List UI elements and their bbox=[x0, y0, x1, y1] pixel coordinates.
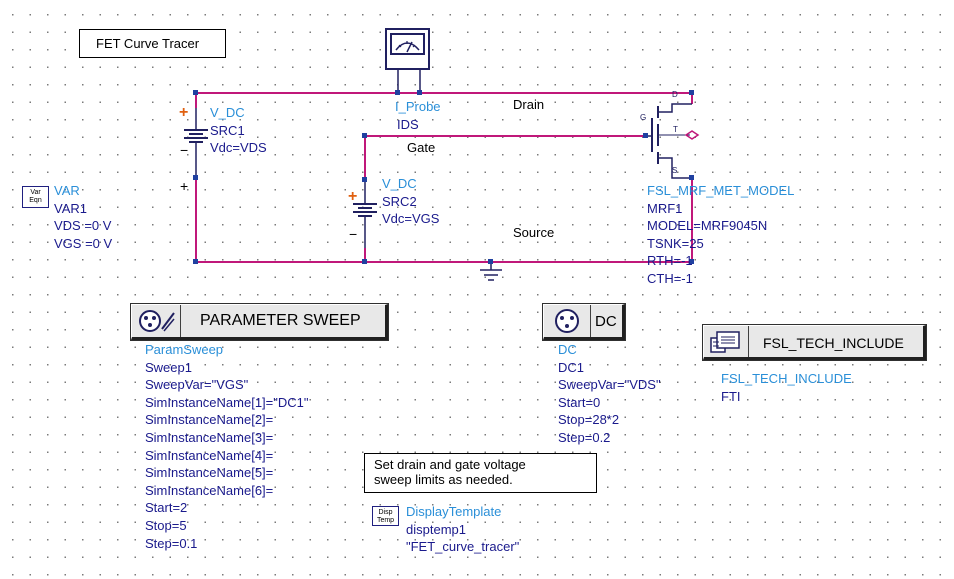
fet-tsnk: TSNK=25 bbox=[647, 235, 704, 251]
display-template-label-stack[interactable]: DisplayTemplate disptemp1 "FET_curve_tra… bbox=[406, 503, 519, 556]
dc-line-start: Start=0 bbox=[558, 394, 601, 410]
fet-type: FSL_MRF_MET_MODEL bbox=[647, 183, 795, 198]
probe-meter[interactable] bbox=[385, 28, 430, 70]
sweep-line-3: SimInstanceName[2]= bbox=[145, 412, 274, 428]
node-label-gate: Gate bbox=[407, 140, 436, 155]
meter-icon bbox=[390, 33, 425, 55]
dc-icon bbox=[544, 305, 591, 337]
sweep-line-2: SimInstanceName[1]="DC1" bbox=[145, 394, 309, 410]
fet-symbol bbox=[646, 103, 700, 179]
var-eqn-icon[interactable]: Var Eqn bbox=[22, 186, 49, 208]
display-template-name: disptemp1 bbox=[406, 521, 466, 537]
sweep-line-stop: Stop=5 bbox=[145, 517, 187, 533]
tech-include-name: FTI bbox=[721, 388, 741, 404]
note-line-1: Set drain and gate voltage bbox=[374, 457, 526, 472]
src1-name: SRC1 bbox=[210, 122, 245, 138]
fet-cth: CTH=-1 bbox=[647, 270, 693, 286]
sweep-type: ParamSweep bbox=[145, 342, 224, 357]
var-type: VAR bbox=[54, 183, 80, 198]
dc-line-stop: Stop=28*2 bbox=[558, 412, 620, 428]
schematic-title: FET Curve Tracer bbox=[96, 36, 200, 51]
node-label-drain: Drain bbox=[513, 97, 545, 112]
src1-battery-symbol bbox=[184, 108, 208, 178]
dc-line-sweepvar: SweepVar="VDS" bbox=[558, 377, 661, 393]
fet-name: MRF1 bbox=[647, 200, 683, 216]
src1-plus-mark: + bbox=[179, 104, 189, 121]
node-dots bbox=[193, 90, 694, 264]
tech-include-label-stack[interactable]: FSL_TECH_INCLUDE FTI bbox=[721, 370, 852, 405]
src1-extra-plus: + bbox=[180, 178, 189, 194]
src2-name: SRC2 bbox=[382, 193, 417, 209]
display-template-value: "FET_curve_tracer" bbox=[406, 539, 520, 555]
src1-minus-mark: − bbox=[180, 142, 189, 158]
dc-label-stack[interactable]: DC DC1 SweepVar="VDS" Start=0 Stop=28*2 … bbox=[558, 341, 661, 447]
sweep-line-6: SimInstanceName[5]= bbox=[145, 465, 274, 481]
node-label-source: Source bbox=[513, 225, 555, 240]
src2-minus-mark: − bbox=[349, 226, 358, 242]
note-box[interactable]: Set drain and gate voltage sweep limits … bbox=[364, 453, 597, 493]
sweep-line-5: SimInstanceName[4]= bbox=[145, 447, 274, 463]
dc-button-label: DC bbox=[595, 313, 617, 330]
sweep-icon bbox=[132, 305, 181, 337]
src2-param: Vdc=VGS bbox=[382, 211, 440, 227]
src1-type: V_DC bbox=[210, 105, 245, 120]
var-label-stack[interactable]: VAR VAR1 VDS =0 V VGS =0 V bbox=[54, 182, 112, 252]
dc-type: DC bbox=[558, 342, 577, 357]
probe-type: I_Probe bbox=[395, 99, 441, 114]
fet-pin-s: S bbox=[672, 166, 678, 175]
note-line-2: sweep limits as needed. bbox=[374, 472, 513, 487]
tech-include-component[interactable]: FSL_TECH_INCLUDE bbox=[703, 325, 926, 360]
tech-include-type: FSL_TECH_INCLUDE bbox=[721, 371, 852, 386]
var-line-vds: VDS =0 V bbox=[54, 218, 112, 234]
fet-label-stack[interactable]: FSL_MRF_MET_MODEL MRF1 MODEL=MRF9045N TS… bbox=[647, 182, 794, 288]
fet-rth: RTH=-1 bbox=[647, 253, 693, 269]
src2-battery-symbol bbox=[353, 180, 377, 248]
sweep-label-stack[interactable]: ParamSweep Sweep1 SweepVar="VGS" SimInst… bbox=[145, 341, 309, 552]
sweep-line-start: Start=2 bbox=[145, 500, 188, 516]
dc-line-step: Step=0.2 bbox=[558, 429, 611, 445]
fet-pin-d: D bbox=[672, 90, 678, 99]
src2-plus-mark: + bbox=[348, 188, 358, 205]
sweep-line-7: SimInstanceName[6]= bbox=[145, 482, 274, 498]
fet-pin-t: T bbox=[673, 125, 678, 134]
display-template-icon[interactable]: Disp Temp bbox=[372, 506, 399, 526]
probe-name: IDS bbox=[397, 117, 419, 132]
display-template-type: DisplayTemplate bbox=[406, 504, 502, 519]
var-name: VAR1 bbox=[54, 200, 87, 216]
src1-param: Vdc=VDS bbox=[210, 140, 267, 156]
tech-include-icon bbox=[704, 326, 749, 357]
tech-include-button-label: FSL_TECH_INCLUDE bbox=[763, 335, 904, 351]
src2-label-stack[interactable]: V_DC SRC2 Vdc=VGS bbox=[382, 175, 439, 228]
dc-name: DC1 bbox=[558, 359, 585, 375]
sweep-line-step: Step=0.1 bbox=[145, 535, 198, 551]
parameter-sweep-button-label: PARAMETER SWEEP bbox=[200, 312, 361, 329]
dc-component[interactable]: DC bbox=[543, 304, 625, 340]
sweep-line-4: SimInstanceName[3]= bbox=[145, 429, 274, 445]
src2-type: V_DC bbox=[382, 176, 417, 191]
src1-label-stack[interactable]: V_DC SRC1 Vdc=VDS bbox=[210, 104, 267, 157]
var-line-vgs: VGS =0 V bbox=[54, 235, 113, 251]
ground-symbol bbox=[480, 262, 502, 281]
parameter-sweep-component[interactable]: PARAMETER SWEEP bbox=[131, 304, 388, 340]
sweep-name: Sweep1 bbox=[145, 359, 192, 375]
fet-pin-g: G bbox=[640, 113, 647, 122]
sweep-line-1: SweepVar="VGS" bbox=[145, 377, 249, 393]
fet-model: MODEL=MRF9045N bbox=[647, 218, 768, 234]
schematic-title-box[interactable]: FET Curve Tracer bbox=[79, 29, 226, 58]
